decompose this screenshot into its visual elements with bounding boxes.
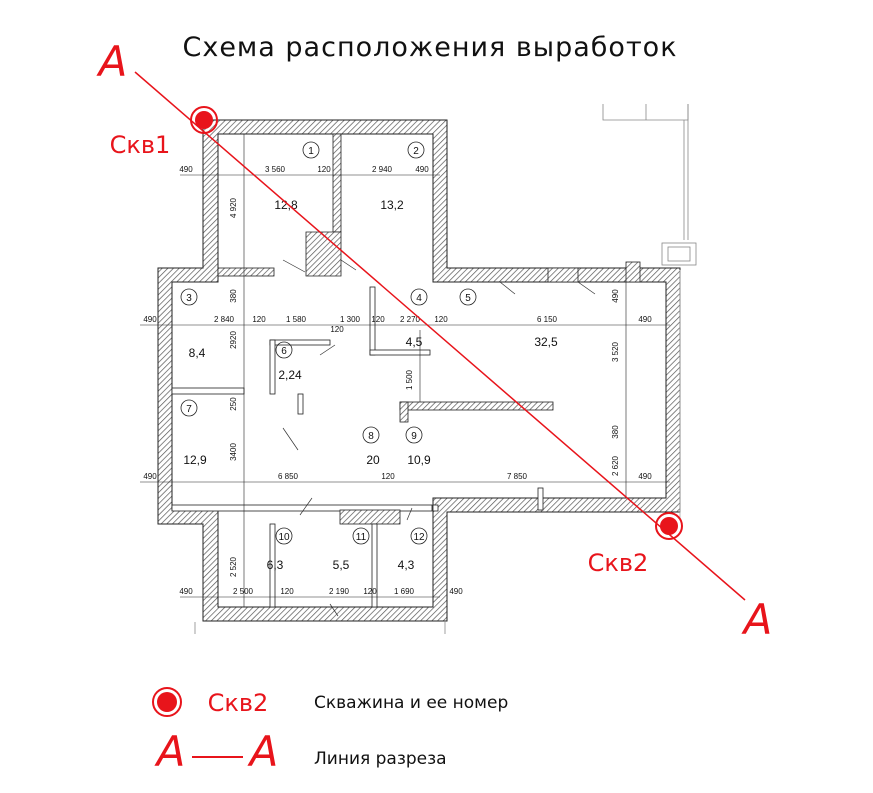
- building-walls: [157, 119, 681, 622]
- borehole-marker-icon: [655, 512, 683, 540]
- room-number: 3: [186, 293, 192, 304]
- borehole-1: Скв1: [110, 106, 218, 159]
- dim-label: 6 850: [278, 472, 299, 481]
- dim-label: 120: [371, 315, 385, 324]
- room-number: 9: [411, 431, 417, 442]
- dim-label: 1 580: [286, 315, 307, 324]
- dim-label: 2920: [229, 331, 238, 349]
- dim-label: 3 520: [611, 341, 620, 362]
- dim-label: 2 500: [233, 587, 254, 596]
- section-mark-start: A: [96, 37, 128, 86]
- room-number: 2: [413, 146, 419, 157]
- dim-label: 2 840: [214, 315, 235, 324]
- room-area: 5,5: [333, 558, 350, 572]
- dim-label: 120: [330, 325, 344, 334]
- dim-label: 1 500: [405, 369, 414, 390]
- borehole-2: Скв2: [588, 512, 683, 577]
- dim-label: 380: [229, 289, 238, 303]
- dim-label: 120: [363, 587, 377, 596]
- room-area: 10,9: [407, 453, 431, 467]
- section-line: [134, 71, 746, 601]
- room-number: 11: [356, 532, 367, 543]
- dim-label: 380: [611, 425, 620, 439]
- room-area: 13,2: [380, 198, 404, 212]
- room-area: 8,4: [189, 346, 206, 360]
- legend-borehole-text: Скважина и ее номер: [314, 693, 508, 713]
- borehole-label: Скв2: [588, 549, 649, 577]
- page-title: Схема расположения выработок: [182, 32, 677, 63]
- dim-label: 7 850: [507, 472, 528, 481]
- dim-label: 3400: [229, 443, 238, 461]
- dim-label: 6 150: [537, 315, 558, 324]
- dim-label: 490: [143, 472, 157, 481]
- dim-label: 120: [381, 472, 395, 481]
- dim-label: 2 190: [329, 587, 350, 596]
- legend-borehole-label: Скв2: [208, 689, 269, 717]
- dimension-lines: [140, 134, 670, 607]
- dim-label: 120: [317, 165, 331, 174]
- room-number: 7: [186, 404, 192, 415]
- room-number: 6: [281, 346, 287, 357]
- dim-label: 490: [638, 472, 652, 481]
- dim-label: 490: [611, 289, 620, 303]
- dim-label: 490: [638, 315, 652, 324]
- dim-label: 490: [179, 587, 193, 596]
- room-numbers: 1 2 3 4 5 6 7 8 9 10 11 12: [186, 146, 471, 543]
- room-area: 6,3: [267, 558, 284, 572]
- legend: Скв2 Скважина и ее номер A A Линия разре…: [152, 687, 508, 776]
- borehole-marker-icon: [190, 106, 218, 134]
- dim-label: 2 270: [400, 315, 421, 324]
- dim-label: 490: [143, 315, 157, 324]
- room-number: 12: [413, 532, 425, 543]
- dim-label: 250: [229, 397, 238, 411]
- room-number: 5: [465, 293, 471, 304]
- room-area: 20: [366, 453, 380, 467]
- dim-label: 2 940: [372, 165, 393, 174]
- dim-label: 120: [252, 315, 266, 324]
- section-mark-end: A: [741, 595, 773, 644]
- legend-section-a: A: [154, 727, 186, 776]
- legend-section-text: Линия разреза: [314, 749, 447, 769]
- dim-label: 4 920: [229, 197, 238, 218]
- room-areas: 12,8 13,2 8,4 4,5 32,5 2,24 12,9 20 10,9…: [183, 198, 558, 572]
- room-area: 32,5: [534, 335, 558, 349]
- borehole-label: Скв1: [110, 131, 171, 159]
- borehole-symbol-icon: [152, 687, 182, 717]
- dim-label: 120: [280, 587, 294, 596]
- dim-label: 490: [449, 587, 463, 596]
- room-number: 4: [416, 293, 422, 304]
- room-area: 12,9: [183, 453, 207, 467]
- dim-label: 1 300: [340, 315, 361, 324]
- dim-label: 490: [179, 165, 193, 174]
- room-area: 4,3: [398, 558, 415, 572]
- adjacent-structures: [194, 104, 697, 634]
- room-number: 10: [278, 532, 290, 543]
- dim-label: 490: [415, 165, 429, 174]
- legend-section-b: A: [247, 727, 279, 776]
- dimension-labels: 490 3 560 120 2 940 490 4 920 380 490 2 …: [143, 165, 652, 596]
- dim-label: 120: [434, 315, 448, 324]
- room-markers: [180, 141, 477, 545]
- dim-label: 1 690: [394, 587, 415, 596]
- room-number: 8: [368, 431, 374, 442]
- room-number: 1: [308, 146, 314, 157]
- room-area: 2,24: [278, 368, 302, 382]
- dim-label: 2 620: [611, 455, 620, 476]
- room-area: 4,5: [406, 335, 423, 349]
- dim-label: 2 520: [229, 556, 238, 577]
- dim-label: 3 560: [265, 165, 286, 174]
